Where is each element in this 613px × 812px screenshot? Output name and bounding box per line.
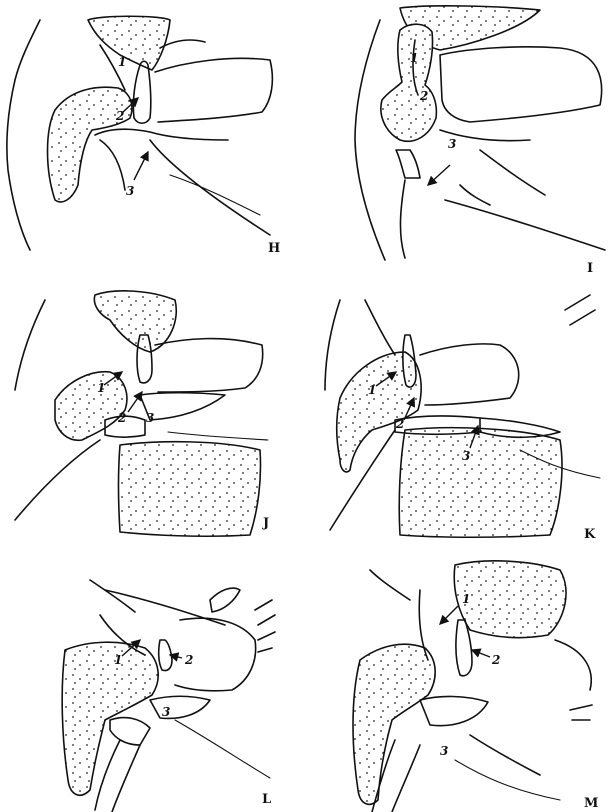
panel-h-marker-3: 3 — [126, 184, 134, 198]
panel-j-mid-stipple — [55, 372, 127, 441]
panel-j-marker-3: 3 — [146, 411, 154, 425]
panel-m-marker-2: 2 — [491, 653, 500, 667]
panel-i-outer-curve — [355, 20, 385, 260]
panel-h-arrow-3 — [134, 152, 148, 180]
panel-k-outer-curve — [325, 300, 340, 390]
panel-m-arrow-2 — [472, 650, 490, 657]
panel-j: 1 2 3 J — [15, 291, 269, 536]
panel-l-block — [110, 718, 150, 745]
panel-k-marker-3: 3 — [462, 449, 470, 463]
panel-m-lower-stipple — [353, 644, 435, 804]
panel-i-folds — [460, 150, 545, 205]
panel-m-marker-1: 1 — [462, 592, 470, 606]
panel-j-marker-1: 1 — [97, 381, 105, 395]
panel-l-lobe — [210, 588, 240, 612]
panel-h-lower-stipple — [48, 87, 132, 202]
panel-i-marker-3: 3 — [448, 137, 456, 151]
panel-l-lower-stem — [95, 740, 140, 812]
panel-i-marker-1: 1 — [410, 51, 418, 65]
panel-l-label: L — [262, 792, 271, 807]
panel-k-lower-stipple — [399, 428, 562, 538]
panel-l-marker-2: 2 — [184, 653, 193, 667]
panel-j-diagonal — [15, 440, 100, 520]
panel-i-band-2 — [445, 200, 605, 250]
panel-l-strand — [175, 720, 270, 778]
panel-m-arrow-1 — [440, 606, 458, 624]
panel-i-marker-2: 2 — [419, 89, 428, 103]
panel-m-right-arc — [555, 640, 591, 690]
panel-j-outer-curve — [15, 300, 45, 390]
panel-m-upper-stipple — [454, 561, 566, 638]
panel-h-top-right-lobe — [160, 40, 205, 48]
panel-i-lower-stem — [400, 180, 405, 258]
panel-i-arrow-3 — [428, 165, 450, 185]
panel-h-band — [95, 129, 228, 140]
panel-k: 1 2 3 K — [325, 295, 600, 542]
panel-m-marker-3: 3 — [440, 744, 448, 758]
panel-m-lower-line — [470, 735, 540, 775]
panel-m-tick-marks — [570, 705, 592, 720]
panel-k-ridge — [365, 300, 395, 355]
panel-l-tick-marks — [255, 600, 275, 652]
panel-m-wedge — [420, 696, 488, 725]
panel-k-right-chamber — [420, 344, 519, 405]
panel-l-marker-1: 1 — [114, 653, 122, 667]
panel-k-tick-marks — [565, 295, 595, 325]
panel-h-right-chamber — [155, 58, 272, 122]
panel-j-marker-2: 2 — [117, 411, 126, 425]
panel-h-outer-curve — [7, 20, 40, 250]
panel-m-top-ridge — [370, 570, 410, 600]
panel-k-marker-2: 2 — [395, 417, 404, 431]
panel-j-label: J — [262, 516, 269, 531]
panel-h-strand — [170, 175, 260, 215]
panel-l-bar — [105, 590, 225, 625]
panel-h-cavity-2 — [133, 61, 150, 123]
panel-j-strand — [168, 432, 268, 440]
panel-k-marker-1: 1 — [368, 383, 376, 397]
panel-i-right-chamber — [440, 47, 602, 122]
panel-i: 1 2 3 I — [355, 6, 605, 276]
panel-h: 1 2 3 H — [7, 16, 280, 256]
panel-l: 1 2 3 L — [62, 580, 275, 812]
panel-h-marker-1: 1 — [118, 55, 126, 69]
panel-i-block — [396, 150, 420, 178]
panel-j-right-chamber — [155, 339, 263, 392]
panel-k-label: K — [584, 527, 596, 542]
panel-i-label: I — [587, 261, 593, 276]
panel-l-wedge — [150, 696, 210, 718]
panel-j-arrow-2 — [128, 392, 142, 412]
panel-l-stipple — [62, 642, 158, 795]
panel-h-marker-2: 2 — [115, 109, 124, 123]
panel-m-label: M — [584, 796, 598, 811]
panel-l-marker-3: 3 — [162, 705, 170, 719]
panel-m-strand — [455, 760, 560, 800]
panel-m: 1 2 3 M — [353, 561, 598, 812]
panel-h-label: H — [268, 241, 280, 256]
panel-i-central-stipple — [381, 24, 436, 141]
panel-h-upper-stipple — [88, 16, 170, 70]
panel-j-lower-stipple — [119, 442, 261, 537]
